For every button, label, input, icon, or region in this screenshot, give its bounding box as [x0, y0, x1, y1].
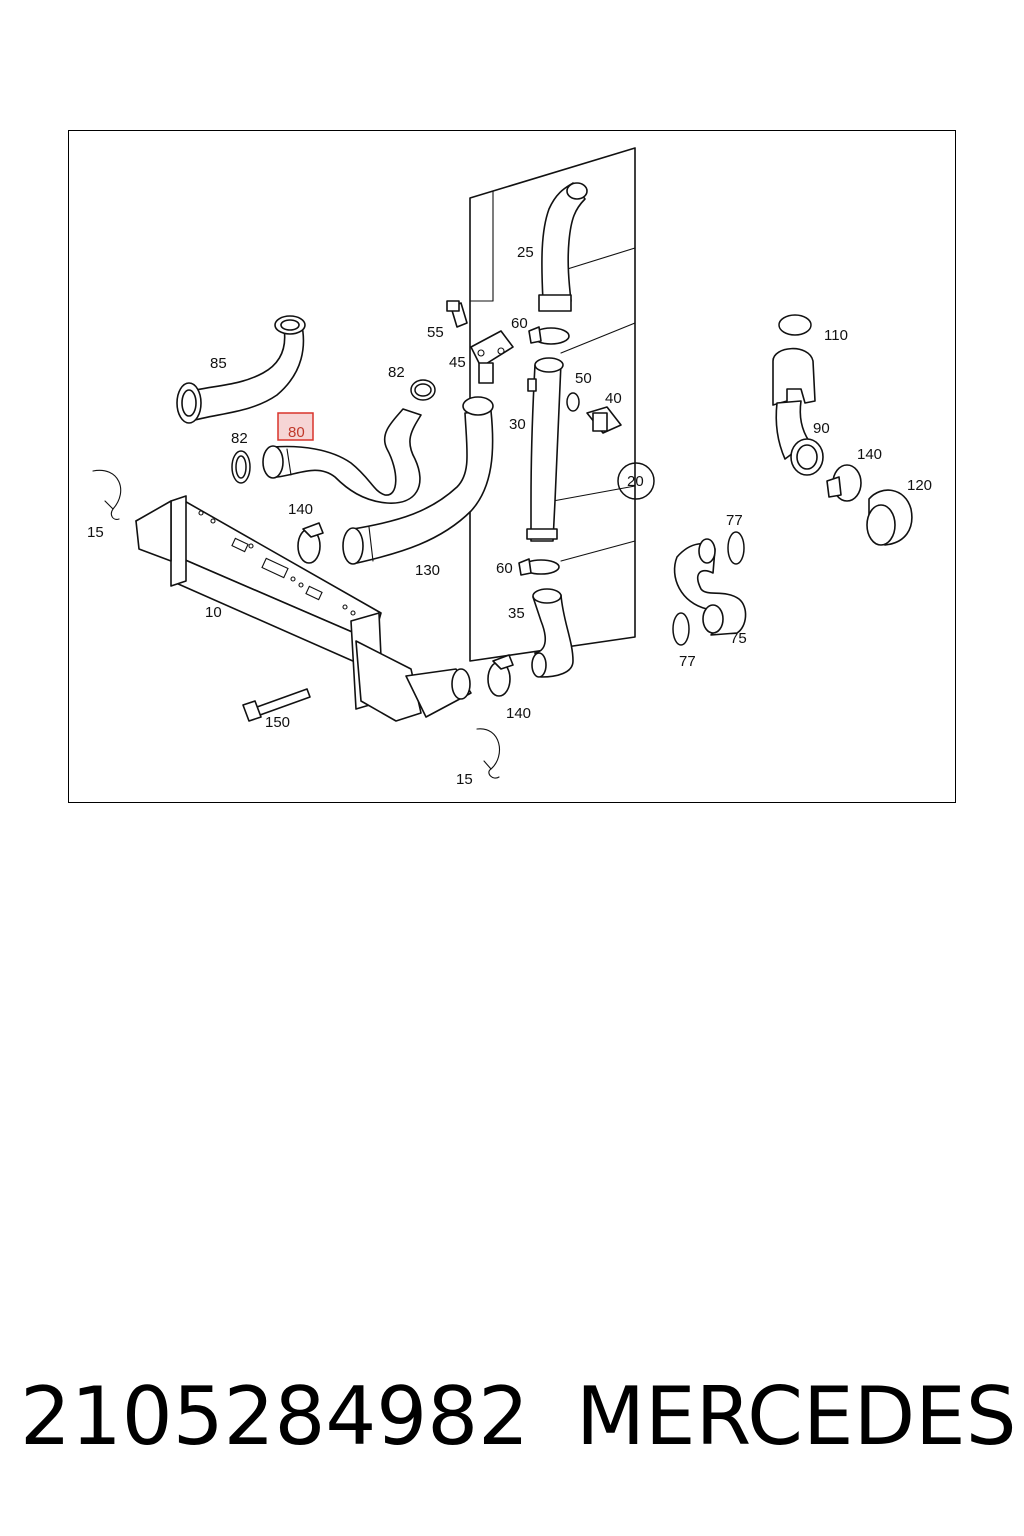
label-part-60-top: 60 — [511, 315, 528, 332]
sensor-45 — [470, 330, 514, 384]
label-part-30: 30 — [509, 416, 526, 433]
reference-circle-20 — [617, 462, 655, 500]
o-ring-82-top — [410, 379, 436, 401]
o-ring-77-top — [727, 531, 745, 565]
thermostat-housing-90 — [772, 347, 824, 476]
label-part-77-bottom: 77 — [679, 653, 696, 670]
label-part-90: 90 — [813, 420, 830, 437]
elbow-120 — [866, 489, 913, 546]
charge-air-cooler — [135, 495, 472, 722]
label-part-25: 25 — [517, 244, 534, 261]
label-part-120: 120 — [907, 477, 932, 494]
label-part-35: 35 — [508, 605, 525, 622]
label-part-80: 80 — [288, 424, 305, 441]
label-part-150: 150 — [265, 714, 290, 731]
label-part-140-bottom: 140 — [506, 705, 531, 722]
label-part-20: 20 — [627, 473, 644, 490]
hose-clamp-140-left — [297, 522, 324, 564]
charge-air-hose-85 — [176, 315, 306, 424]
sensor-40 — [586, 406, 622, 434]
label-part-140-left: 140 — [288, 501, 313, 518]
label-part-10: 10 — [205, 604, 222, 621]
retaining-clip-bottom — [476, 728, 500, 779]
o-ring-82-top-inner — [414, 383, 432, 397]
label-part-55: 55 — [427, 324, 444, 341]
label-part-82-top: 82 — [388, 364, 405, 381]
label-part-85: 85 — [210, 355, 227, 372]
charge-air-hose-80 — [262, 408, 422, 504]
label-part-60-bottom: 60 — [496, 560, 513, 577]
o-ring-82-left — [231, 450, 251, 484]
hose-clamp-60-top — [528, 326, 570, 345]
label-part-75: 75 — [730, 630, 747, 647]
label-part-77-top: 77 — [726, 512, 743, 529]
label-part-15-left: 15 — [87, 524, 104, 541]
seal-50 — [566, 392, 580, 412]
label-part-50: 50 — [575, 370, 592, 387]
screw-55 — [446, 300, 468, 328]
pipe-30 — [526, 357, 564, 542]
label-part-110: 110 — [824, 327, 848, 344]
parts-diagram-frame: 10 15 15 20 25 30 35 40 45 50 55 60 60 7… — [68, 130, 956, 803]
label-part-15-bottom: 15 — [456, 771, 473, 788]
label-part-130: 130 — [415, 562, 440, 579]
o-ring-82-left-inner — [235, 455, 247, 479]
label-part-140-right: 140 — [857, 446, 882, 463]
hose-35 — [531, 588, 574, 678]
hose-clamp-140-right — [826, 464, 862, 502]
hose-clamp-140-bottom — [487, 654, 514, 697]
parts-diagram: 10 15 15 20 25 30 35 40 45 50 55 60 60 7… — [87, 147, 932, 788]
pipe-25 — [538, 182, 588, 312]
hose-clamp-60-bottom — [518, 558, 560, 576]
product-caption: 2105284982 MERCEDES — [20, 1370, 1017, 1463]
label-part-45: 45 — [449, 354, 466, 371]
label-part-40: 40 — [605, 390, 622, 407]
part-number: 2105284982 — [20, 1370, 529, 1463]
label-part-82-left: 82 — [231, 430, 248, 447]
charge-air-hose-130 — [342, 396, 494, 565]
retaining-clip-left — [92, 469, 122, 520]
o-ring-110 — [778, 314, 812, 336]
o-ring-77-bottom — [672, 612, 690, 646]
bolt — [242, 688, 311, 722]
brand-name: MERCEDES — [576, 1370, 1017, 1463]
hose-75 — [673, 538, 747, 636]
highlight-box-80 — [277, 412, 314, 441]
